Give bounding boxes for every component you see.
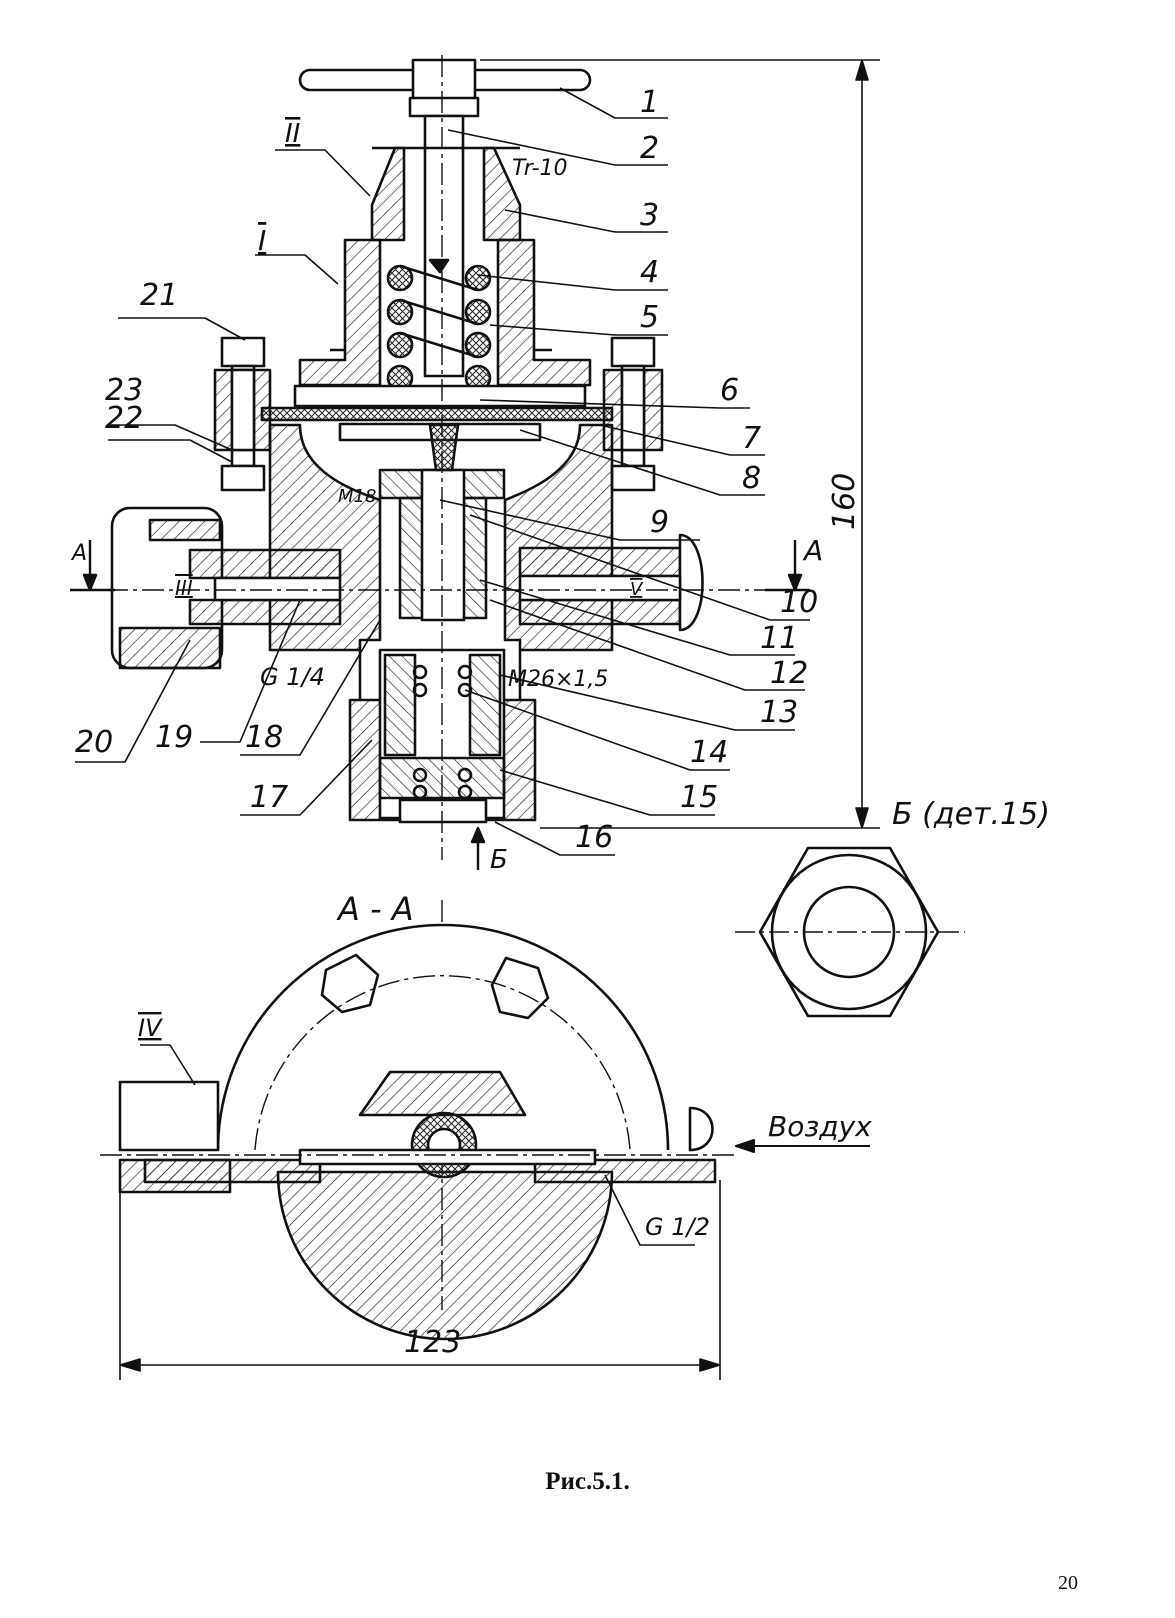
callout-19: 19	[155, 720, 193, 755]
thread-m18: M18	[338, 486, 376, 507]
callout-20: 20	[75, 725, 113, 760]
callout-8: 8	[742, 461, 761, 496]
upper-housing	[298, 238, 592, 387]
inlet-nut	[110, 506, 342, 670]
air-arrow	[735, 1139, 870, 1153]
page-number: 20	[1058, 1572, 1078, 1594]
label-III: III	[175, 576, 193, 600]
callout-9: 9	[650, 505, 669, 540]
section-aa-title: А - А	[336, 890, 414, 928]
callout-23: 23	[105, 373, 143, 408]
callout-3: 3	[640, 198, 659, 233]
air-label: Воздух	[768, 1110, 872, 1143]
stem	[423, 114, 465, 378]
callout-11: 11	[760, 621, 798, 656]
width-value: 123	[404, 1325, 461, 1360]
thread-g14: G 1/4	[260, 663, 325, 691]
section-a-right: A	[802, 534, 823, 567]
callout-14: 14	[690, 735, 728, 770]
callout-22: 22	[105, 401, 143, 436]
figure-caption: Рис.5.1.	[545, 1468, 630, 1495]
thread-g12: G 1/2	[645, 1213, 710, 1241]
leader-lines	[75, 87, 810, 1246]
annotations: Tr-10 M18 M26×1,5 G 1/4 G 1/2 Воздух	[260, 156, 872, 1241]
label-V: V	[630, 579, 644, 600]
callout-4: 4	[640, 255, 659, 290]
callout-labels: 1 2 3 4 5 6 7 8 9 10 11 12 13 14 15 16 1…	[75, 85, 818, 855]
callout-5: 5	[640, 300, 659, 335]
outlet-plug	[518, 533, 704, 632]
thread-tr10: Tr-10	[512, 156, 568, 181]
handle	[298, 58, 592, 118]
callout-10: 10	[780, 585, 818, 620]
bonnet	[370, 146, 522, 242]
callout-16: 16	[575, 820, 613, 855]
section-aa-view	[100, 923, 735, 1341]
callout-21: 21	[140, 278, 178, 313]
label-II: II	[285, 119, 300, 149]
height-value: 160	[827, 473, 862, 530]
view-b-title: Б (дет.15)	[892, 797, 1050, 832]
callout-15: 15	[680, 780, 718, 815]
callout-1: 1	[640, 85, 659, 120]
diaphragm	[260, 384, 614, 442]
callout-13: 13	[760, 695, 798, 730]
callout-7: 7	[742, 421, 761, 456]
callout-6: 6	[720, 373, 739, 408]
width-dimension	[119, 1180, 721, 1380]
label-I: I	[258, 224, 266, 257]
section-marks	[70, 540, 810, 870]
view-labels: I II III IV V A A А - А Б Б (дет.15)	[70, 119, 1050, 1042]
label-IV: IV	[138, 1014, 163, 1042]
section-a-left: A	[70, 541, 87, 566]
dimension-labels: 160 123	[404, 473, 862, 1360]
callout-17: 17	[250, 780, 288, 815]
view-b-arrow-label: Б	[490, 845, 508, 875]
callout-2: 2	[640, 131, 659, 166]
callout-12: 12	[770, 656, 808, 691]
valve-seat	[378, 423, 506, 622]
height-dimension	[480, 59, 880, 829]
hex-view-b	[735, 846, 965, 1018]
callout-18: 18	[245, 720, 283, 755]
thread-m26: M26×1,5	[508, 667, 608, 692]
